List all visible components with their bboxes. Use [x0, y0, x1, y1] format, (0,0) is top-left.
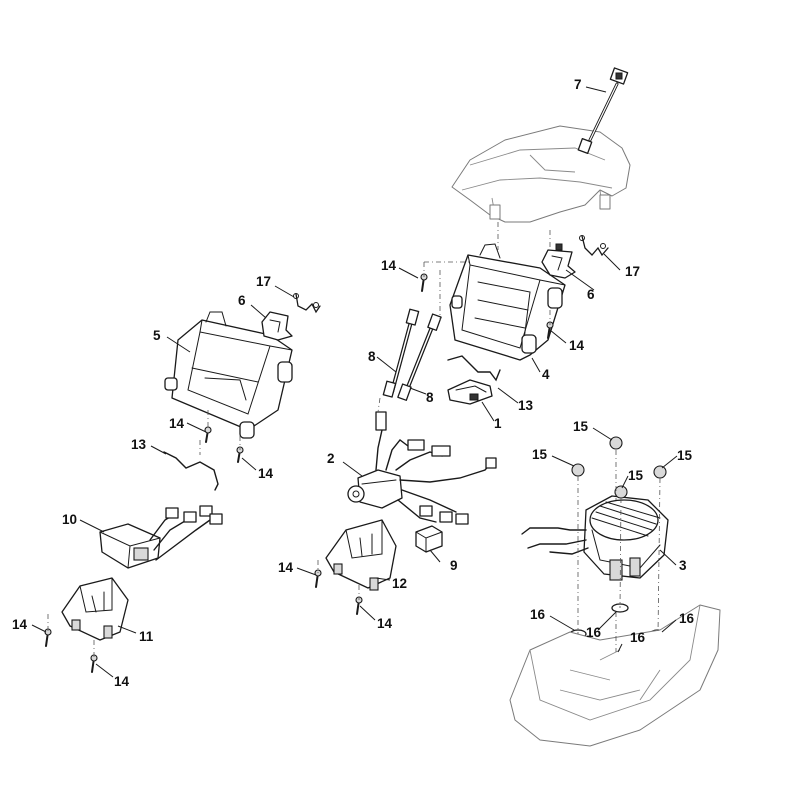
- spring-wire-17-right: [579, 235, 609, 257]
- callout-9: 9: [450, 558, 458, 573]
- callout-labels: 7 14 6 17 14 4 8 8 13 1 5 6 17 14 14 13 …: [12, 77, 695, 689]
- motor-3: [521, 495, 669, 581]
- callout-15-d: 15: [677, 448, 693, 463]
- rods-8: [382, 308, 442, 401]
- control-module-10: [99, 505, 223, 569]
- bracket-12: [325, 519, 397, 591]
- battery-compartment-4: [449, 243, 566, 361]
- bracket-1: [447, 379, 493, 405]
- battery-compartment-5: [164, 311, 293, 439]
- callout-16-d: 16: [679, 611, 695, 626]
- callout-5: 5: [153, 328, 161, 343]
- wire-13-right: [447, 355, 501, 382]
- callout-14-g: 14: [12, 617, 28, 632]
- callout-6-a: 6: [238, 293, 246, 308]
- cable-connector-7: [577, 67, 629, 154]
- callout-6-b: 6: [587, 287, 595, 302]
- callout-8-b: 8: [426, 390, 434, 405]
- callout-17-a: 17: [256, 274, 271, 289]
- wiring-harness-2: [347, 411, 497, 525]
- callout-12: 12: [392, 576, 407, 591]
- callout-7: 7: [574, 77, 582, 92]
- callout-2: 2: [327, 451, 335, 466]
- callout-14-f: 14: [377, 616, 393, 631]
- lower-chassis: [509, 604, 721, 747]
- callout-14-d: 14: [258, 466, 274, 481]
- spring-wire-17-left: [293, 293, 321, 314]
- clip-holder-6-left: [261, 311, 293, 341]
- callout-14-a: 14: [381, 258, 397, 273]
- callout-17-b: 17: [625, 264, 640, 279]
- wire-13-left: [163, 451, 219, 491]
- callout-16-b: 16: [586, 625, 602, 640]
- callout-10: 10: [62, 512, 77, 527]
- callout-3: 3: [679, 558, 687, 573]
- callout-16-a: 16: [530, 607, 546, 622]
- callout-8-a: 8: [368, 349, 376, 364]
- block-9: [415, 525, 443, 553]
- callout-15-b: 15: [532, 447, 548, 462]
- nuts-15: [571, 436, 667, 499]
- callout-13-a: 13: [131, 437, 147, 452]
- callout-11: 11: [139, 629, 154, 644]
- bracket-11: [61, 577, 129, 641]
- top-housing-cover: [451, 125, 631, 223]
- callout-15-c: 15: [628, 468, 644, 483]
- leader-lines: [31, 86, 678, 678]
- callout-13-b: 13: [518, 398, 534, 413]
- callout-15-a: 15: [573, 419, 589, 434]
- callout-14-h: 14: [114, 674, 130, 689]
- callout-14-b: 14: [569, 338, 585, 353]
- callout-4: 4: [542, 367, 550, 382]
- callout-1: 1: [494, 416, 502, 431]
- assembly-centerlines: [47, 222, 661, 658]
- callout-14-c: 14: [169, 416, 185, 431]
- callout-16-c: 16: [630, 630, 646, 645]
- callout-14-e: 14: [278, 560, 294, 575]
